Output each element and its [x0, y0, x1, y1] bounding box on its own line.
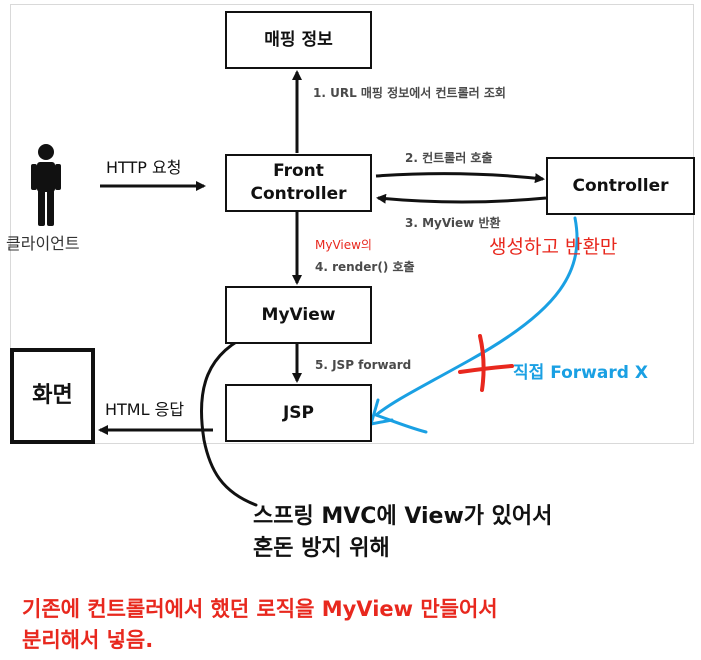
person-icon — [31, 144, 61, 226]
step1-label: 1. URL 매핑 정보에서 컨트롤러 조회 — [313, 86, 506, 100]
controller-label: Controller — [572, 175, 669, 196]
screen-box: 화면 — [10, 348, 95, 444]
create-return-annotation: 생성하고 반환만 — [489, 236, 618, 258]
jsp-label: JSP — [282, 402, 315, 423]
client-label: 클라이언트 — [6, 234, 80, 253]
step2-label: 2. 컨트롤러 호출 — [405, 151, 493, 165]
red-x-mark — [458, 364, 514, 374]
myview-label: MyView — [261, 304, 336, 325]
spring-note-line1: 스프링 MVC에 View가 있어서 — [253, 504, 553, 529]
mapping-info-box: 매핑 정보 — [225, 11, 372, 69]
red-x-mark-stroke2 — [478, 334, 486, 392]
diagram-frame — [10, 4, 694, 444]
myview-box: MyView — [225, 286, 372, 344]
step3-label: 3. MyView 반환 — [405, 216, 501, 230]
spring-note-line2: 혼돈 방지 위해 — [253, 536, 390, 561]
mapping-info-label: 매핑 정보 — [264, 29, 333, 50]
black-annotation-curve — [199, 330, 258, 507]
step4-note-label: MyView의 — [315, 238, 372, 252]
front-controller-label-line1: Front — [273, 161, 324, 182]
bottom-note-line2: 분리해서 넣음. — [22, 628, 154, 652]
html-response-label: HTML 응답 — [105, 400, 185, 419]
controller-box: Controller — [546, 157, 695, 215]
direct-forward-annotation: 직접 Forward X — [513, 363, 648, 383]
bottom-note-line1: 기존에 컨트롤러에서 했던 로직을 MyView 만들어서 — [22, 597, 498, 621]
arrow-step3 — [376, 193, 547, 204]
arrow-step2 — [375, 172, 545, 184]
screen-label: 화면 — [32, 383, 73, 409]
http-request-label: HTTP 요청 — [106, 158, 182, 177]
step4-label: 4. render() 호출 — [315, 260, 415, 274]
jsp-box: JSP — [225, 384, 372, 442]
step5-label: 5. JSP forward — [315, 358, 412, 372]
front-controller-label-line2: Controller — [250, 184, 347, 204]
front-controller-box: Front Controller — [225, 154, 372, 212]
